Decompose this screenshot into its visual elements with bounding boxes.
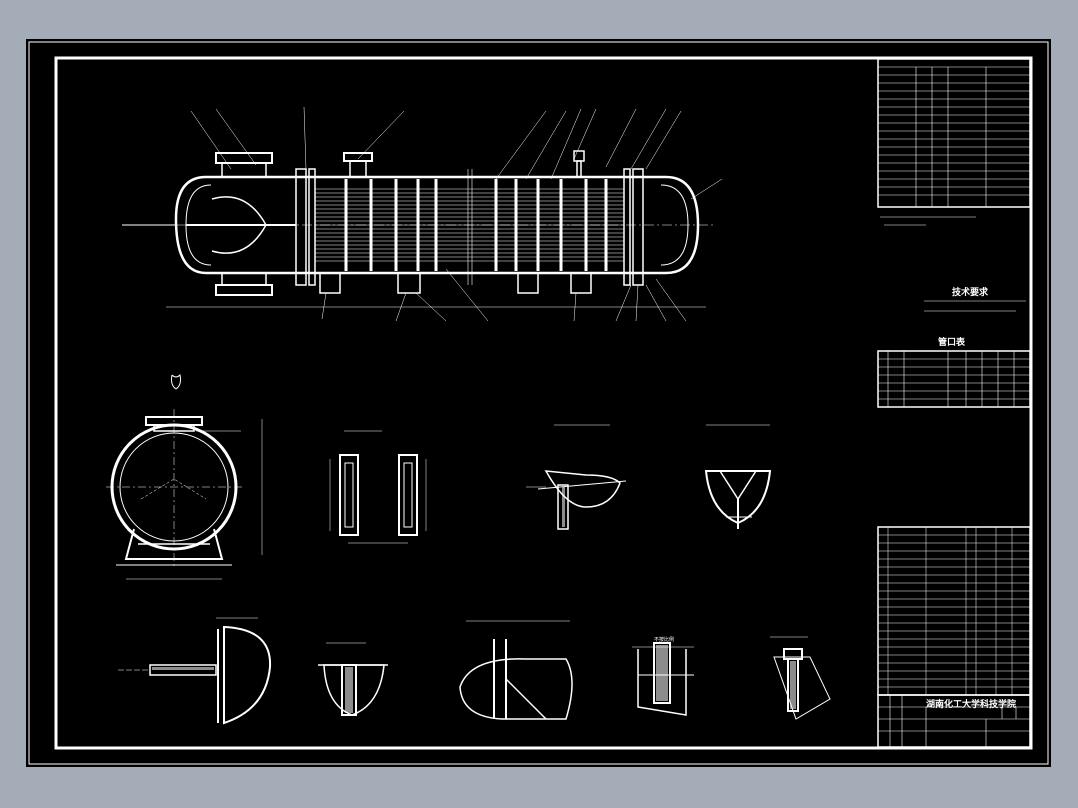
detail-iii	[459, 620, 573, 720]
nozzle-table-heading: 管口表	[938, 336, 966, 348]
drawing-sheet: 技术要求 管口表 不按比例 湖南化工大学科技学院	[28, 41, 1049, 765]
title-block	[877, 694, 1031, 748]
design-data-table	[877, 58, 1031, 208]
detail-long-partition	[329, 430, 427, 544]
detail-iv	[118, 617, 272, 725]
not-to-scale-label: 不按比例	[654, 636, 674, 643]
hatching	[152, 487, 796, 713]
heat-exchanger-elevation	[122, 106, 723, 322]
detail-weld-1	[526, 424, 627, 530]
detail-i	[770, 636, 831, 720]
nozzle-table	[877, 350, 1031, 408]
detail-weld-2	[704, 424, 772, 529]
section-view-circle	[106, 373, 263, 580]
sheet-border-outer	[28, 41, 1049, 765]
cad-viewport[interactable]: 技术要求 管口表 不按比例 湖南化工大学科技学院	[26, 39, 1051, 767]
parts-list-table	[877, 526, 1031, 696]
tech-notes-lines	[880, 216, 1026, 312]
detail-ii	[318, 642, 388, 716]
school-name: 湖南化工大学科技学院	[926, 698, 1016, 710]
tech-requirements-heading: 技术要求	[952, 286, 989, 298]
sheet-border-inner	[54, 56, 1033, 750]
